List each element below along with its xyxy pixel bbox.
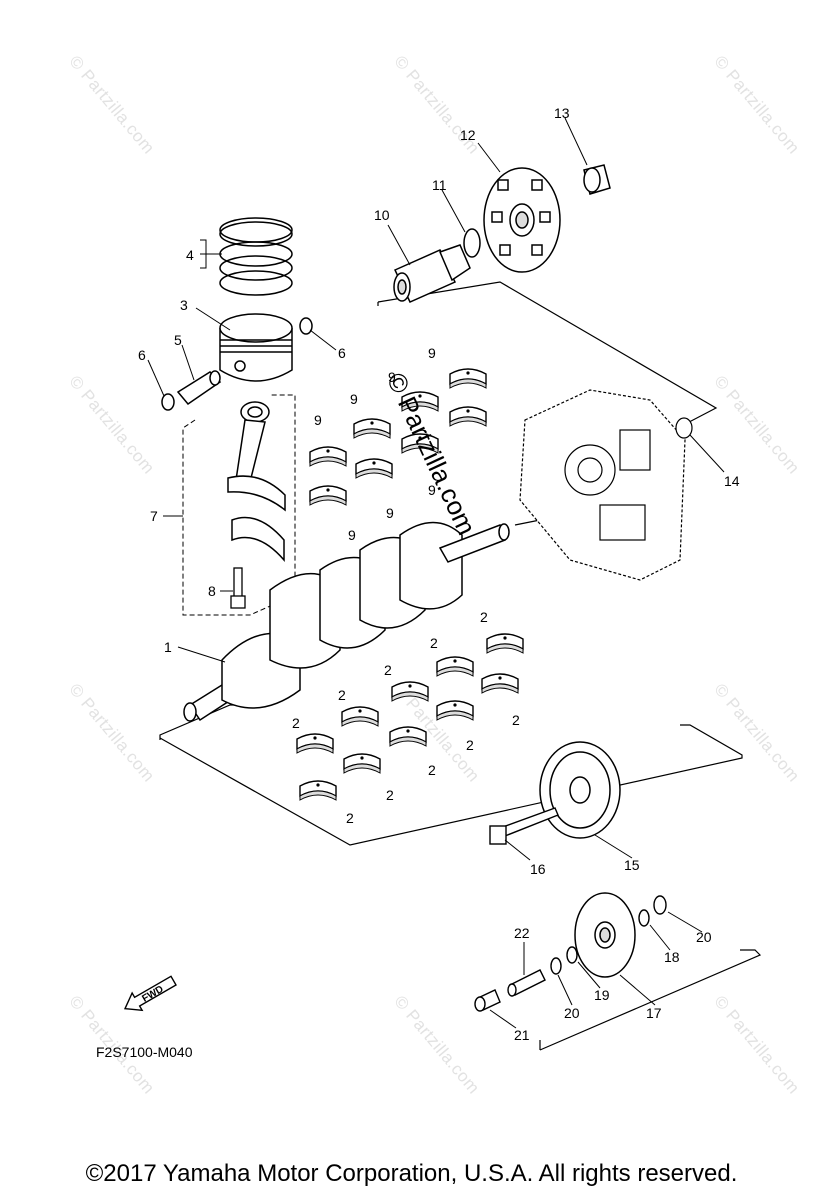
callout-9: 9 bbox=[348, 527, 356, 543]
piston-rings bbox=[219, 217, 293, 296]
connecting-rod bbox=[227, 401, 286, 563]
bracket-lines bbox=[159, 281, 762, 1051]
callout-9: 9 bbox=[350, 391, 358, 407]
callout-2: 2 bbox=[430, 635, 438, 651]
callout-19: 19 bbox=[594, 987, 610, 1003]
callout-1: 1 bbox=[164, 639, 172, 655]
callout-12: 12 bbox=[460, 127, 476, 143]
fwd-label: FWD bbox=[140, 984, 165, 1005]
conrod-group-box bbox=[182, 394, 296, 616]
callout-9: 9 bbox=[428, 482, 436, 498]
callout-2: 2 bbox=[386, 787, 394, 803]
callout-9: 9 bbox=[314, 412, 322, 428]
callout-18: 18 bbox=[664, 949, 680, 965]
callout-20: 20 bbox=[564, 1005, 580, 1021]
callout-2: 2 bbox=[384, 662, 392, 678]
piston-clips bbox=[161, 317, 313, 411]
fwd-arrow-icon: FWD bbox=[123, 975, 177, 1012]
gear-bolt bbox=[489, 807, 559, 845]
callout-numbers: 1 2 2 2 2 2 2 2 2 2 2 3 4 5 6 6 7 8 9 9 … bbox=[138, 105, 740, 1043]
piston bbox=[219, 313, 293, 382]
leader-lines bbox=[147, 117, 725, 1029]
callout-15: 15 bbox=[624, 857, 640, 873]
callout-6: 6 bbox=[138, 347, 146, 363]
callout-6: 6 bbox=[338, 345, 346, 361]
coupling-shaft bbox=[393, 244, 471, 303]
idler-shaft bbox=[474, 969, 546, 1012]
callout-9: 9 bbox=[428, 345, 436, 361]
drive-gear bbox=[539, 741, 621, 839]
callout-21: 21 bbox=[514, 1027, 530, 1043]
callout-20: 20 bbox=[696, 929, 712, 945]
callout-16: 16 bbox=[530, 861, 546, 877]
callout-9: 9 bbox=[386, 505, 394, 521]
callout-2: 2 bbox=[480, 609, 488, 625]
washer bbox=[463, 228, 481, 258]
copyright-notice: ©2017 Yamaha Motor Corporation, U.S.A. A… bbox=[85, 1160, 738, 1187]
idler-gear bbox=[574, 892, 636, 978]
callout-8: 8 bbox=[208, 583, 216, 599]
callout-7: 7 bbox=[150, 508, 158, 524]
callout-22: 22 bbox=[514, 925, 530, 941]
callout-14: 14 bbox=[724, 473, 740, 489]
callout-2: 2 bbox=[346, 810, 354, 826]
callout-2: 2 bbox=[338, 687, 346, 703]
callout-11: 11 bbox=[432, 177, 447, 193]
crankshaft bbox=[183, 521, 510, 722]
callout-2: 2 bbox=[292, 715, 300, 731]
callout-2: 2 bbox=[512, 712, 520, 728]
diagram-code: F2S7100-M040 bbox=[96, 1044, 193, 1060]
crankcase-cover bbox=[519, 389, 693, 581]
piston-pin bbox=[176, 370, 222, 406]
callout-5: 5 bbox=[174, 332, 182, 348]
callout-13: 13 bbox=[554, 105, 570, 121]
callout-2: 2 bbox=[466, 737, 474, 753]
callout-3: 3 bbox=[180, 297, 188, 313]
callout-2: 2 bbox=[428, 762, 436, 778]
callout-9: 9 bbox=[388, 369, 396, 385]
damper bbox=[583, 164, 611, 195]
callout-17: 17 bbox=[646, 1005, 662, 1021]
small-rings bbox=[550, 895, 667, 975]
callout-4: 4 bbox=[186, 247, 194, 263]
main-bearings bbox=[296, 633, 524, 801]
coupling bbox=[483, 167, 561, 273]
conrod-bolt bbox=[230, 567, 246, 609]
callout-10: 10 bbox=[374, 207, 390, 223]
